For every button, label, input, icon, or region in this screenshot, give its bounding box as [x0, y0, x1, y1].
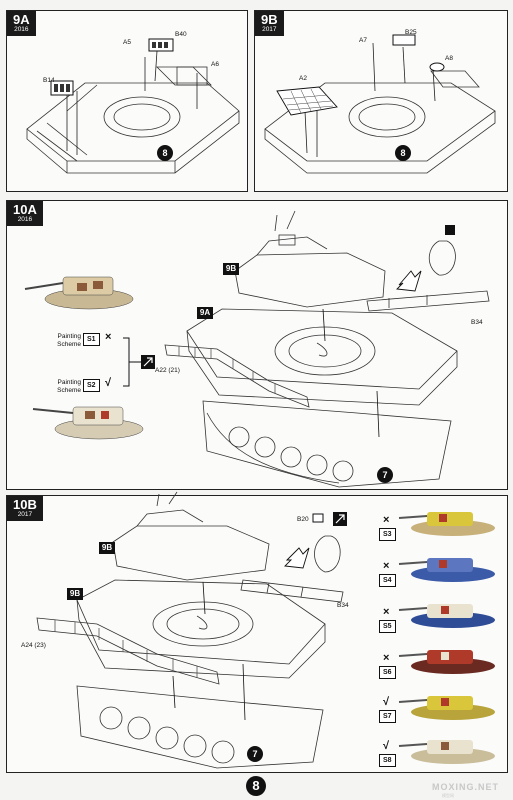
painting-scheme-label-2: Painting Scheme — [57, 379, 81, 394]
watermark: MOXING.NET — [432, 782, 500, 792]
part-label-a22: A22 (21) — [155, 367, 180, 374]
part-label-a2: A2 — [299, 75, 307, 82]
turret-ref-tag: 9B — [223, 263, 239, 275]
step-ref-10a: 7 — [377, 467, 393, 483]
part-label-b25: B25 — [405, 29, 417, 36]
tank-assembly-10a — [24, 210, 490, 488]
tank-photo-s2 — [32, 406, 144, 440]
part-label-b14: B14 — [43, 77, 55, 84]
part-label-a8: A8 — [445, 55, 453, 62]
step-ref-10b: 7 — [247, 746, 263, 762]
painting-scheme-label-1: Painting Scheme — [57, 333, 81, 348]
scheme-mark-s4: × — [383, 560, 390, 572]
part-label-b20: B20 — [297, 516, 309, 523]
part-label-b34-10b: B34 — [337, 602, 349, 609]
scheme-box-s8: S8 — [379, 754, 396, 767]
hull-top-9a — [26, 38, 240, 174]
scheme-box-s4: S4 — [379, 574, 396, 587]
hull-ref-tag-10b: 9B — [67, 588, 83, 600]
scheme-mark-s8: √ — [383, 740, 390, 752]
scheme-mark-s2: √ — [105, 377, 112, 389]
part-label-a5: A5 — [123, 39, 131, 46]
scheme-box-s7: S7 — [379, 710, 396, 723]
hull-ref-tag: 9A — [197, 307, 213, 319]
step-ref-9a: 8 — [157, 145, 173, 161]
scheme-box-s5: S5 — [379, 620, 396, 633]
scheme-box-s3: S3 — [379, 528, 396, 541]
tank-photo-s7 — [398, 696, 495, 720]
tank-photo-s8 — [398, 740, 495, 764]
part-label-b34: B34 — [471, 319, 483, 326]
scheme-box-s6: S6 — [379, 666, 396, 679]
hull-top-9b — [264, 34, 496, 174]
part-label-a6: A6 — [211, 61, 219, 68]
tank-photo-s3 — [398, 512, 495, 536]
scheme-photos — [398, 512, 495, 764]
tank-assembly-10b — [36, 491, 495, 769]
tank-photo-s1 — [24, 276, 134, 310]
scheme-mark-s5: × — [383, 606, 390, 618]
tank-photo-s5 — [398, 604, 495, 628]
scheme-box-s1: S1 — [83, 333, 100, 346]
scheme-box-s2: S2 — [83, 379, 100, 392]
scheme-mark-s1: × — [105, 331, 112, 343]
turret-ref-tag-10b: 9B — [99, 542, 115, 554]
part-label-a7: A7 — [359, 37, 367, 44]
page-number: 8 — [246, 776, 266, 796]
step-ref-9b: 8 — [395, 145, 411, 161]
part-label-a24: A24 (23) — [21, 642, 46, 649]
scheme-mark-s6: × — [383, 652, 390, 664]
part-label-b40: B40 — [175, 31, 187, 38]
scheme-mark-s3: × — [383, 514, 390, 526]
watermark-sub: 模型网 — [442, 793, 454, 798]
tank-photo-s6 — [398, 650, 495, 674]
scheme-mark-s7: √ — [383, 696, 390, 708]
tank-photo-s4 — [398, 558, 495, 582]
